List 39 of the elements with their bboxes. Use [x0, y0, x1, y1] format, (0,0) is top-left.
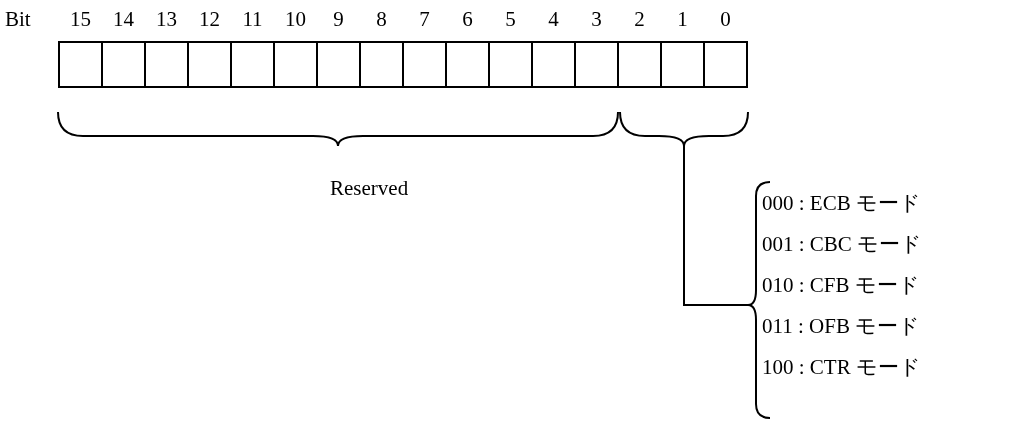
bit-number: 12	[199, 7, 220, 31]
bit-cell	[144, 41, 189, 88]
bit-number: 3	[591, 7, 602, 31]
bit-cell	[531, 41, 576, 88]
mode-option: 011 : OFB モード	[762, 314, 921, 338]
bit-number: 13	[156, 7, 177, 31]
mode-option: 010 : CFB モード	[762, 273, 920, 297]
bit-cell	[316, 41, 361, 88]
mode-option: 000 : ECB モード	[762, 191, 921, 215]
bit-cell	[273, 41, 318, 88]
bit-cell	[703, 41, 748, 88]
bit-number: 2	[634, 7, 645, 31]
bit-cell	[402, 41, 447, 88]
bit-cell	[58, 41, 103, 88]
bit-number: 6	[462, 7, 473, 31]
bit-number: 11	[242, 7, 263, 31]
bit-cell	[445, 41, 490, 88]
bit-number: 14	[113, 7, 134, 31]
mode-option: 100 : CTR モード	[762, 355, 921, 379]
bit-cell	[230, 41, 275, 88]
bit-number: 7	[419, 7, 430, 31]
bit-cell	[574, 41, 619, 88]
bit-number: 4	[548, 7, 559, 31]
bit-number: 5	[505, 7, 516, 31]
field-label: Reserved	[330, 176, 409, 200]
bit-number: 1	[677, 7, 688, 31]
bit-number: 9	[333, 7, 344, 31]
bit-cell	[660, 41, 705, 88]
bit-number: 10	[285, 7, 306, 31]
axis-title: Bit	[5, 7, 31, 31]
bit-cell	[617, 41, 662, 88]
bit-cell	[359, 41, 404, 88]
mode-option: 001 : CBC モード	[762, 232, 923, 256]
bit-cell	[187, 41, 232, 88]
bit-cell	[101, 41, 146, 88]
bit-number: 0	[720, 7, 731, 31]
bit-number: 15	[70, 7, 91, 31]
bit-number: 8	[376, 7, 387, 31]
bit-cell	[488, 41, 533, 88]
